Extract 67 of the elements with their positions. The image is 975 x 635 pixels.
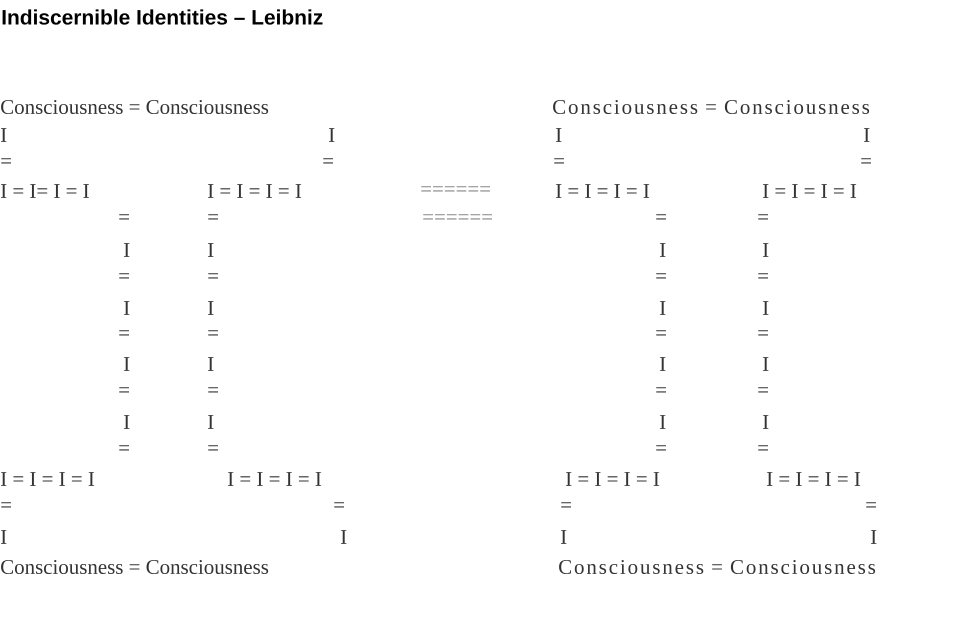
letter-i: I	[340, 530, 346, 544]
letter-i: I	[660, 301, 666, 315]
equals-sign: =	[758, 214, 768, 220]
equals-sign: =	[561, 502, 571, 508]
equals-sign: =	[208, 214, 218, 220]
equals-sign: =	[119, 387, 129, 392]
letter-i: I	[208, 357, 214, 371]
letter-i: I	[660, 357, 666, 371]
letter-i: I	[560, 530, 566, 544]
letter-i: I	[556, 128, 562, 142]
equals-sign: =	[119, 445, 129, 450]
equals-sign: =	[1, 502, 11, 508]
letter-i: I	[0, 530, 6, 544]
identity-equation: I = I = I = I	[566, 472, 660, 486]
letter-i: I	[762, 301, 768, 315]
identity-sentence: Consciousness = Consciousness	[559, 560, 876, 574]
letter-i: I	[864, 128, 870, 142]
letter-i: I	[124, 243, 130, 257]
equals-sign: =	[758, 387, 768, 392]
equals-row: ======	[423, 214, 492, 220]
equals-sign: =	[758, 445, 768, 450]
letter-i: I	[870, 530, 876, 544]
equals-sign: =	[119, 330, 129, 336]
equals-sign: =	[334, 502, 344, 508]
equals-sign: =	[866, 502, 876, 508]
letter-i: I	[208, 301, 214, 315]
identity-equation: I = I = I = I	[208, 184, 302, 198]
equals-sign: =	[119, 273, 129, 278]
letter-i: I	[124, 301, 130, 315]
identity-equation: I = I = I = I	[0, 472, 94, 486]
identity-sentence: Consciousness = Consciousness	[1, 560, 268, 574]
identity-sentence: Consciousness = Consciousness	[1, 100, 268, 114]
identity-equation: I = I = I = I	[556, 184, 650, 198]
letter-i: I	[124, 415, 130, 429]
identity-equation: I = I = I = I	[762, 184, 856, 198]
equals-sign: =	[656, 330, 666, 336]
letter-i: I	[208, 415, 214, 429]
letter-i: I	[124, 357, 130, 371]
equals-sign: =	[208, 273, 218, 278]
equals-sign: =	[656, 387, 666, 392]
title: Indiscernible Identities – Leibniz	[2, 9, 322, 25]
equals-sign: =	[758, 330, 768, 336]
equals-sign: =	[208, 330, 218, 336]
equals-sign: =	[656, 273, 666, 278]
letter-i: I	[328, 128, 334, 142]
equals-sign: =	[656, 445, 666, 450]
letter-i: I	[762, 415, 768, 429]
identity-equation: I = I = I = I	[766, 472, 860, 486]
equals-sign: =	[208, 445, 218, 450]
letter-i: I	[660, 243, 666, 257]
equals-sign: =	[208, 387, 218, 392]
equals-sign: =	[554, 158, 564, 164]
letter-i: I	[762, 243, 768, 257]
equals-sign: =	[323, 158, 333, 164]
letter-i: I	[208, 243, 214, 257]
identity-equation: I = I= I = I	[0, 184, 89, 198]
equals-sign: =	[861, 158, 871, 164]
equals-row: ======	[421, 186, 490, 192]
equals-sign: =	[758, 273, 768, 278]
letter-i: I	[0, 128, 6, 142]
identity-equation: I = I = I = I	[228, 472, 322, 486]
equals-sign: =	[119, 214, 129, 220]
letter-i: I	[762, 357, 768, 371]
equals-sign: =	[656, 214, 666, 220]
letter-i: I	[660, 415, 666, 429]
equals-sign: =	[1, 158, 11, 164]
identity-sentence: Consciousness = Consciousness	[553, 100, 870, 114]
